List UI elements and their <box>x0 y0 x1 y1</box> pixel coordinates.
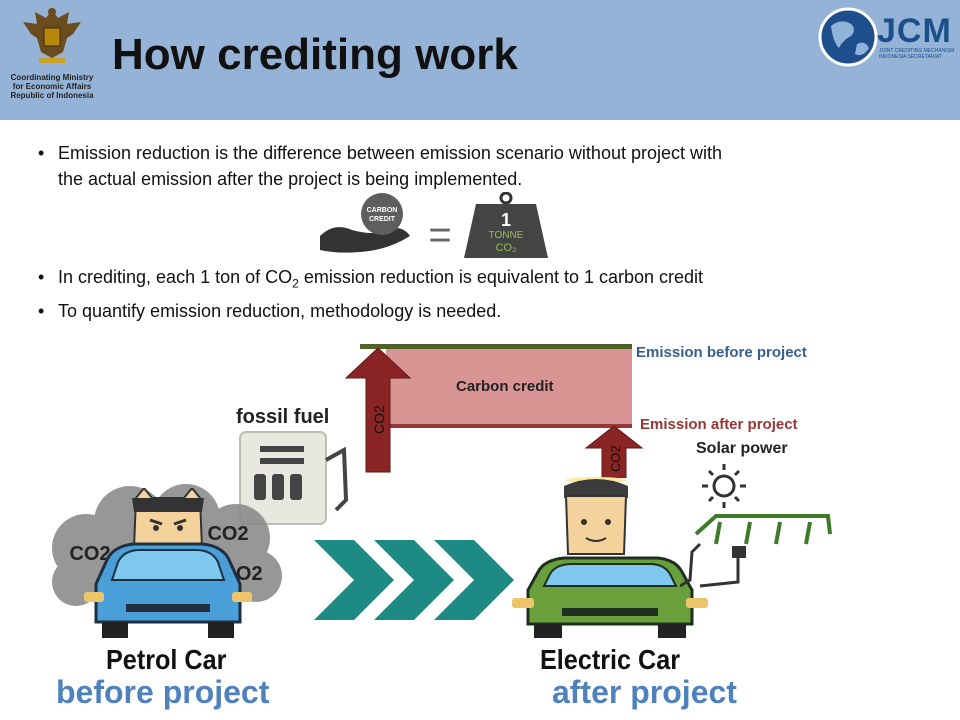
ministry-line-1: Coordinating Ministry <box>10 73 94 82</box>
bullet-2-text-pre: In crediting, each 1 ton of CO <box>58 267 293 287</box>
jcm-logo-text: JCM <box>877 12 952 50</box>
fossil-fuel-label: fossil fuel <box>236 406 330 428</box>
before-project-label: before project <box>56 674 270 710</box>
left-co2-arrow: CO2 <box>344 348 412 473</box>
bullet-1-line-1: Emission reduction is the difference bet… <box>58 143 723 163</box>
garuda-emblem-icon <box>23 8 81 63</box>
cloud-co2-label-1: CO2 <box>69 543 110 565</box>
coin-text-1: CARBON <box>367 207 398 214</box>
emission-before-label: Emission before project <box>636 344 807 361</box>
bullet-3-text: To quantify emission reduction, methodol… <box>58 301 502 321</box>
solar-panel-icon <box>680 464 832 588</box>
cloud-co2-label-2: CO2 <box>207 523 248 545</box>
jcm-subtext-1: JOINT CREDITING MECHANISM <box>879 48 955 54</box>
ministry-line-2: for Economic Affairs <box>12 82 92 91</box>
carbon-credit-box <box>386 348 632 426</box>
bullet-dot: • <box>38 143 45 163</box>
petrol-car-label: Petrol Car <box>106 644 227 675</box>
chevron-arrows-icon <box>314 540 514 620</box>
globe-icon <box>818 7 878 67</box>
emission-after-label: Emission after project <box>640 416 798 433</box>
electric-car-icon <box>512 477 708 638</box>
emission-before-line <box>360 344 632 349</box>
emission-after-line <box>386 424 632 428</box>
ministry-name: Coordinating Ministry for Economic Affai… <box>6 73 98 100</box>
page-title: How crediting work <box>112 30 518 79</box>
ministry-logo: Coordinating Ministry for Economic Affai… <box>6 4 98 112</box>
right-arrow-label: CO2 <box>608 445 623 472</box>
carbon-credit-coin-icon <box>361 193 403 235</box>
weight-number: 1 <box>501 210 511 230</box>
after-project-label: after project <box>552 674 737 710</box>
weight-gas: CO₂ <box>496 242 517 254</box>
solar-power-label: Solar power <box>696 440 788 457</box>
bullet-1-line-2: the actual emission after the project is… <box>58 169 523 189</box>
left-arrow-label: CO2 <box>371 405 387 434</box>
petrol-car-icon <box>84 488 252 638</box>
electric-car-label: Electric Car <box>540 644 681 675</box>
carbon-credit-equation: CARBON CREDIT = 1 TONNE CO₂ <box>320 192 548 258</box>
bullet-dot: • <box>38 267 45 287</box>
ministry-line-3: Republic of Indonesia <box>10 91 94 100</box>
fuel-pump-icon <box>239 431 349 525</box>
carbon-credit-label: Carbon credit <box>456 378 554 395</box>
jcm-logo: JCM JOINT CREDITING MECHANISM INDONESIA … <box>815 2 960 72</box>
weight-icon <box>464 204 548 258</box>
jcm-logo-subtext: JOINT CREDITING MECHANISM INDONESIA SECR… <box>879 48 959 60</box>
jcm-subtext-2: INDONESIA SECRETARIAT <box>879 54 942 60</box>
right-co2-arrow: CO2 <box>584 426 644 478</box>
coin-text-2: CREDIT <box>369 216 396 223</box>
equals-sign: = <box>428 213 451 257</box>
bullet-2-text-post: emission reduction is equivalent to 1 ca… <box>298 267 704 287</box>
weight-unit: TONNE <box>489 230 524 241</box>
bullet-dot: • <box>38 301 45 321</box>
header-bar: Coordinating Ministry for Economic Affai… <box>0 0 960 120</box>
bullet-2-subscript: 2 <box>292 276 299 291</box>
